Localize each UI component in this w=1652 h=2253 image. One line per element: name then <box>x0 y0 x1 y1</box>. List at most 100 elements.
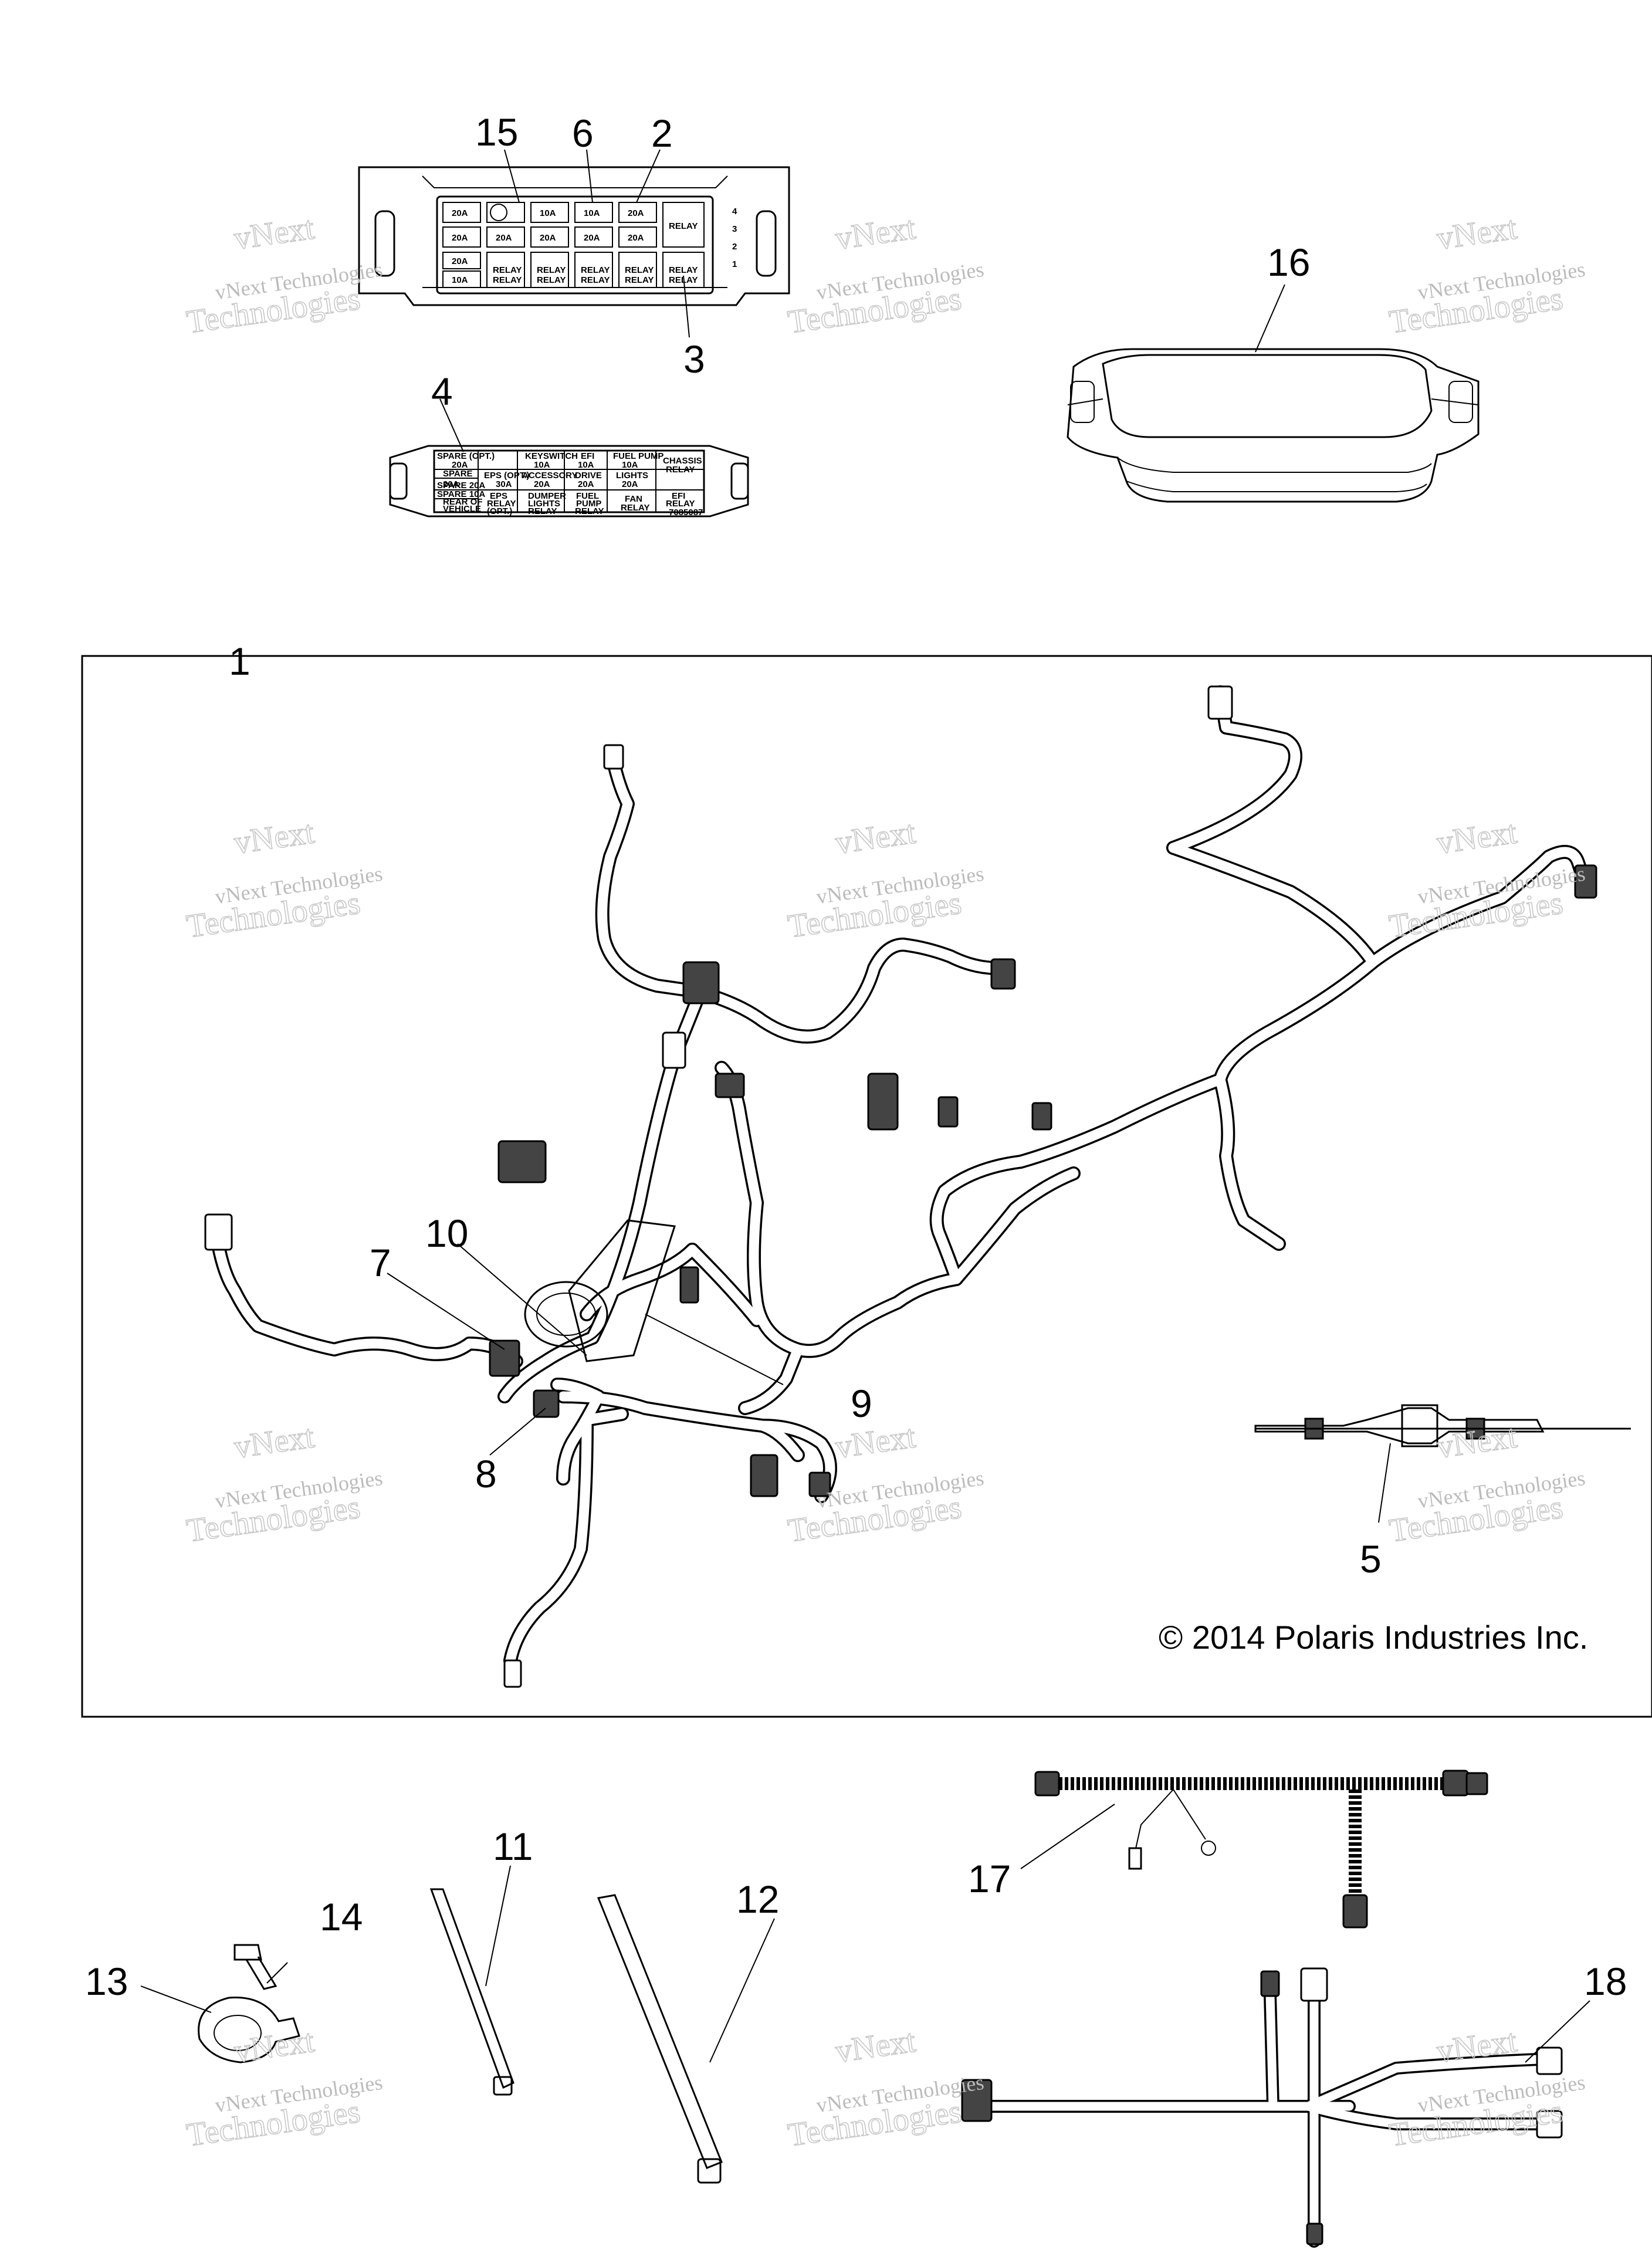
label-spare: SPARE <box>443 469 473 479</box>
svg-text:vNext: vNext <box>1434 209 1519 257</box>
callout-7: 7 <box>370 1241 391 1284</box>
callout-numbers: 15 6 2 3 4 16 1 10 7 9 8 5 11 12 14 13 1… <box>85 110 1627 2003</box>
svg-text:vNext: vNext <box>833 2022 918 2070</box>
fuse-r3c2: RELAY <box>493 265 522 275</box>
label-fuel-pump-2: PUMP <box>576 499 601 509</box>
callout-17: 17 <box>968 1857 1011 1900</box>
main-wiring-harness <box>204 685 1597 1688</box>
callout-2: 2 <box>651 111 673 155</box>
callout-12: 12 <box>736 1877 779 1921</box>
fuse-r1c5: 20A <box>628 208 644 218</box>
fuse-r4c3: RELAY <box>537 275 566 285</box>
callout-10: 10 <box>425 1212 468 1255</box>
label-part-number: 7085087 <box>669 508 703 517</box>
label-rear-of: REAR OF <box>443 497 483 507</box>
label-drive: DRIVE <box>575 471 602 481</box>
label-vehicle: VEHICLE <box>443 504 481 514</box>
fuse-side-1: 1 <box>732 259 737 269</box>
label-fuel-pump-amps: 10A <box>622 460 638 470</box>
fuse-r2c4: 20A <box>584 233 600 243</box>
label-keyswitch-amps: 10A <box>534 460 550 470</box>
fuse-box-top-view: 20A 10A 10A 20A 20A 20A 20A 20A 20A RELA… <box>358 166 790 306</box>
fuse-r4c5: RELAY <box>625 275 654 285</box>
fuse-r4c2: RELAY <box>493 275 522 285</box>
watermark: vNext vNext Technologies Technologies <box>184 2022 384 2154</box>
svg-text:vNext: vNext <box>833 1418 918 1466</box>
callout-9: 9 <box>851 1382 872 1425</box>
label-eps-relay: RELAY <box>487 499 516 509</box>
watermark: vNext vNext Technologies Technologies <box>1386 814 1586 946</box>
watermarks: vNext vNext Technologies Technologies vN… <box>184 209 1586 2154</box>
accessory-harness <box>1034 1770 1488 1929</box>
label-spare-opt-amps: 20A <box>452 460 468 470</box>
label-eps: EPS <box>490 491 507 501</box>
cable-tie-small <box>429 1888 514 2096</box>
main-harness-frame <box>81 655 1652 1718</box>
fuse-r1c1: 20A <box>452 208 468 218</box>
label-efi-relay: RELAY <box>666 499 695 509</box>
callout-1: 1 <box>229 640 250 683</box>
label-keyswitch: KEYSWITCH <box>525 451 578 461</box>
callout-11: 11 <box>493 1825 533 1868</box>
fuse-r1c4: 10A <box>584 208 600 218</box>
label-fuel-pump-relay: RELAY <box>575 506 604 516</box>
watermark: vNext vNext Technologies Technologies <box>785 209 985 341</box>
label-spare-amps: 20A <box>443 479 459 489</box>
svg-text:vNext: vNext <box>232 814 317 861</box>
label-dumper-relay: RELAY <box>528 506 557 516</box>
watermark: vNext vNext Technologies Technologies <box>184 814 384 946</box>
callout-16: 16 <box>1267 241 1310 284</box>
fuse-side-3: 3 <box>732 224 737 234</box>
fuse-r2c3: 20A <box>540 233 556 243</box>
callout-6: 6 <box>572 111 594 155</box>
harness-clamp <box>198 1997 300 2063</box>
fuse-r2c5: 20A <box>628 233 644 243</box>
label-fan: FAN <box>625 494 642 504</box>
svg-text:vNext: vNext <box>833 814 918 861</box>
watermark: vNext vNext Technologies Technologies <box>785 814 985 946</box>
fuse-r2c1: 20A <box>452 233 468 243</box>
clamp-bolt <box>233 1944 277 1990</box>
fuse-r2c2: 20A <box>496 233 512 243</box>
fuse-side-2: 2 <box>732 242 737 252</box>
fuse-r2c6: RELAY <box>669 221 698 231</box>
label-eps-relay-opt: (OPT.) <box>487 506 512 516</box>
label-spare-20a: SPARE 20A <box>437 481 485 490</box>
fuse-side-4: 4 <box>732 207 737 216</box>
fuse-r1c3: 10A <box>540 208 556 218</box>
fuse-r3c1: 20A <box>452 256 468 266</box>
copyright-notice: © 2014 Polaris Industries Inc. <box>1159 1619 1588 1656</box>
label-spare-10a: SPARE 10A <box>437 489 485 499</box>
callout-4: 4 <box>431 370 453 413</box>
svg-text:vNext: vNext <box>833 209 918 257</box>
watermark: vNext vNext Technologies Technologies <box>785 2022 985 2154</box>
fuse-r4c1: 10A <box>452 275 468 285</box>
watermark: vNext vNext Technologies Technologies <box>1386 1418 1586 1550</box>
label-accessory: ACCESSORY <box>522 471 577 481</box>
svg-text:vNext: vNext <box>1434 814 1519 861</box>
label-chassis-relay: RELAY <box>666 465 695 475</box>
fuse-r4c4: RELAY <box>581 275 610 285</box>
fuse-r3c3: RELAY <box>537 265 566 275</box>
inline-fuse-holder <box>1254 1404 1631 1447</box>
label-efi-amps: 10A <box>578 460 594 470</box>
label-efi-2: EFI <box>672 491 685 501</box>
cable-tie-large <box>597 1894 723 2184</box>
label-eps-opt-amps: 30A <box>496 479 512 489</box>
watermark: vNext vNext Technologies Technologies <box>184 1418 384 1550</box>
label-eps-opt: EPS (OPT.) <box>484 471 530 481</box>
svg-text:vNext: vNext <box>232 1418 317 1466</box>
fuse-r3c5: RELAY <box>625 265 654 275</box>
sub-harness <box>961 1967 1563 2248</box>
fuse-r3c4: RELAY <box>581 265 610 275</box>
watermark: vNext vNext Technologies Technologies <box>1386 209 1586 341</box>
callout-18: 18 <box>1584 1960 1627 2003</box>
callout-15: 15 <box>475 110 518 154</box>
label-fuel: FUEL <box>576 491 599 501</box>
svg-text:vNext: vNext <box>1434 1418 1519 1466</box>
fuse-box-label-cover: SPARE (OPT.) 20A KEYSWITCH 10A EFI 10A F… <box>389 445 749 517</box>
leader-lines <box>140 149 1590 2063</box>
callout-3: 3 <box>683 337 705 381</box>
label-efi: EFI <box>581 451 594 461</box>
